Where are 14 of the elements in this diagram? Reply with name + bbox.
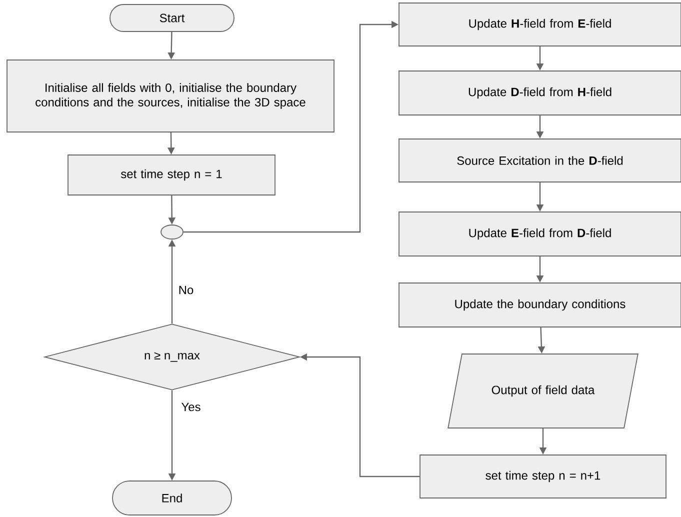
process-box: Initialise all fields with 0, initialise the boundary conditions and the sources, initialise the 3D space	[6, 60, 334, 132]
process-box: Update H-field from E-field	[398, 2, 681, 46]
process-box: Source Excitation in the D-field	[398, 138, 681, 182]
edge-label: No	[177, 284, 195, 296]
process-box: set time step n = n+1	[420, 454, 666, 498]
terminal-box: Start	[110, 4, 234, 32]
data-box: Output of field data	[448, 354, 638, 428]
process-box: set time step n = 1	[68, 154, 276, 196]
process-box: Update E-field from D-field	[398, 212, 681, 256]
process-box: Update the boundary conditions	[398, 282, 681, 328]
edge-label: Yes	[180, 402, 202, 412]
junction-ellipse	[160, 224, 184, 240]
process-box: Update D-field from H-field	[398, 70, 681, 116]
terminal-box: End	[112, 480, 232, 516]
